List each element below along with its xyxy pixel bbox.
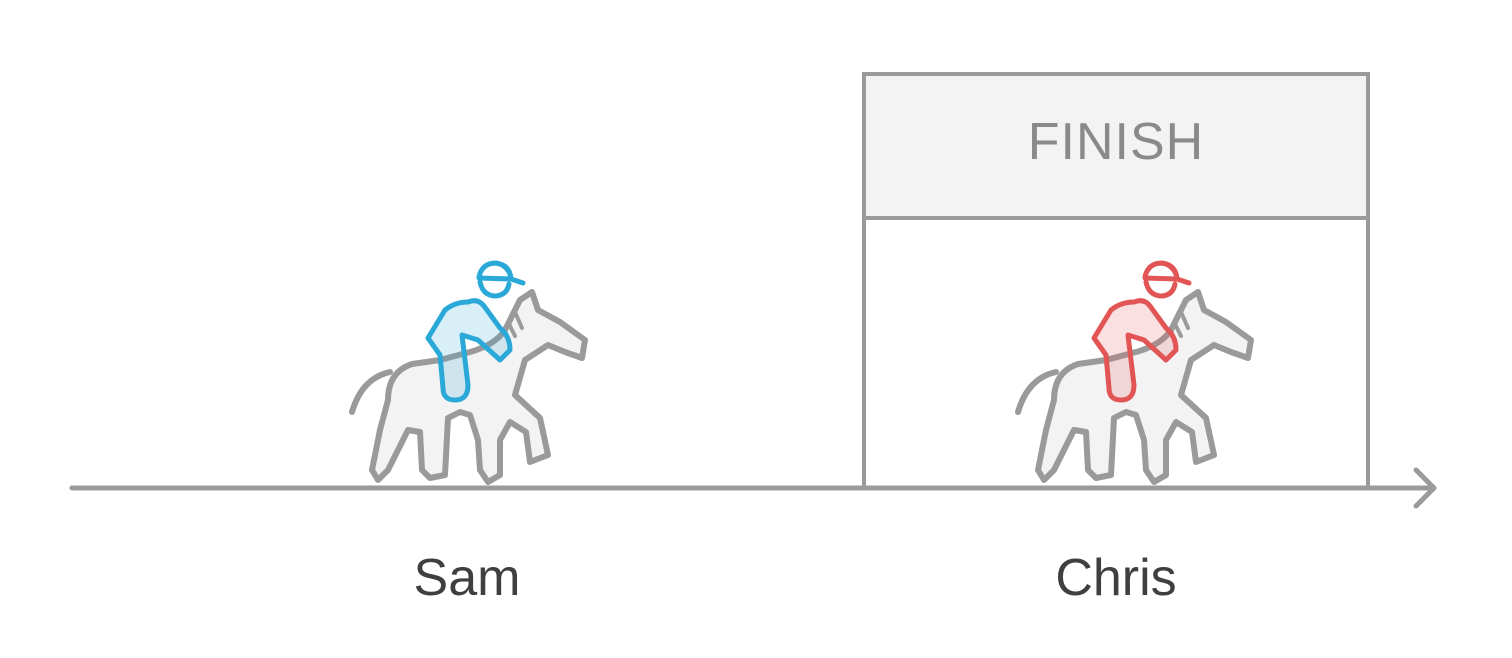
horse-rider-icon-chris: [1018, 263, 1251, 482]
finish-label: FINISH: [1027, 113, 1205, 171]
finish-sign: [862, 72, 1370, 488]
horse-rider-icon-sam: [352, 263, 585, 482]
track-arrow: [69, 467, 1437, 509]
racer-name-chris: Chris: [1055, 549, 1177, 607]
racer-name-sam: Sam: [413, 549, 521, 607]
arrow-right-icon: [1413, 467, 1437, 509]
